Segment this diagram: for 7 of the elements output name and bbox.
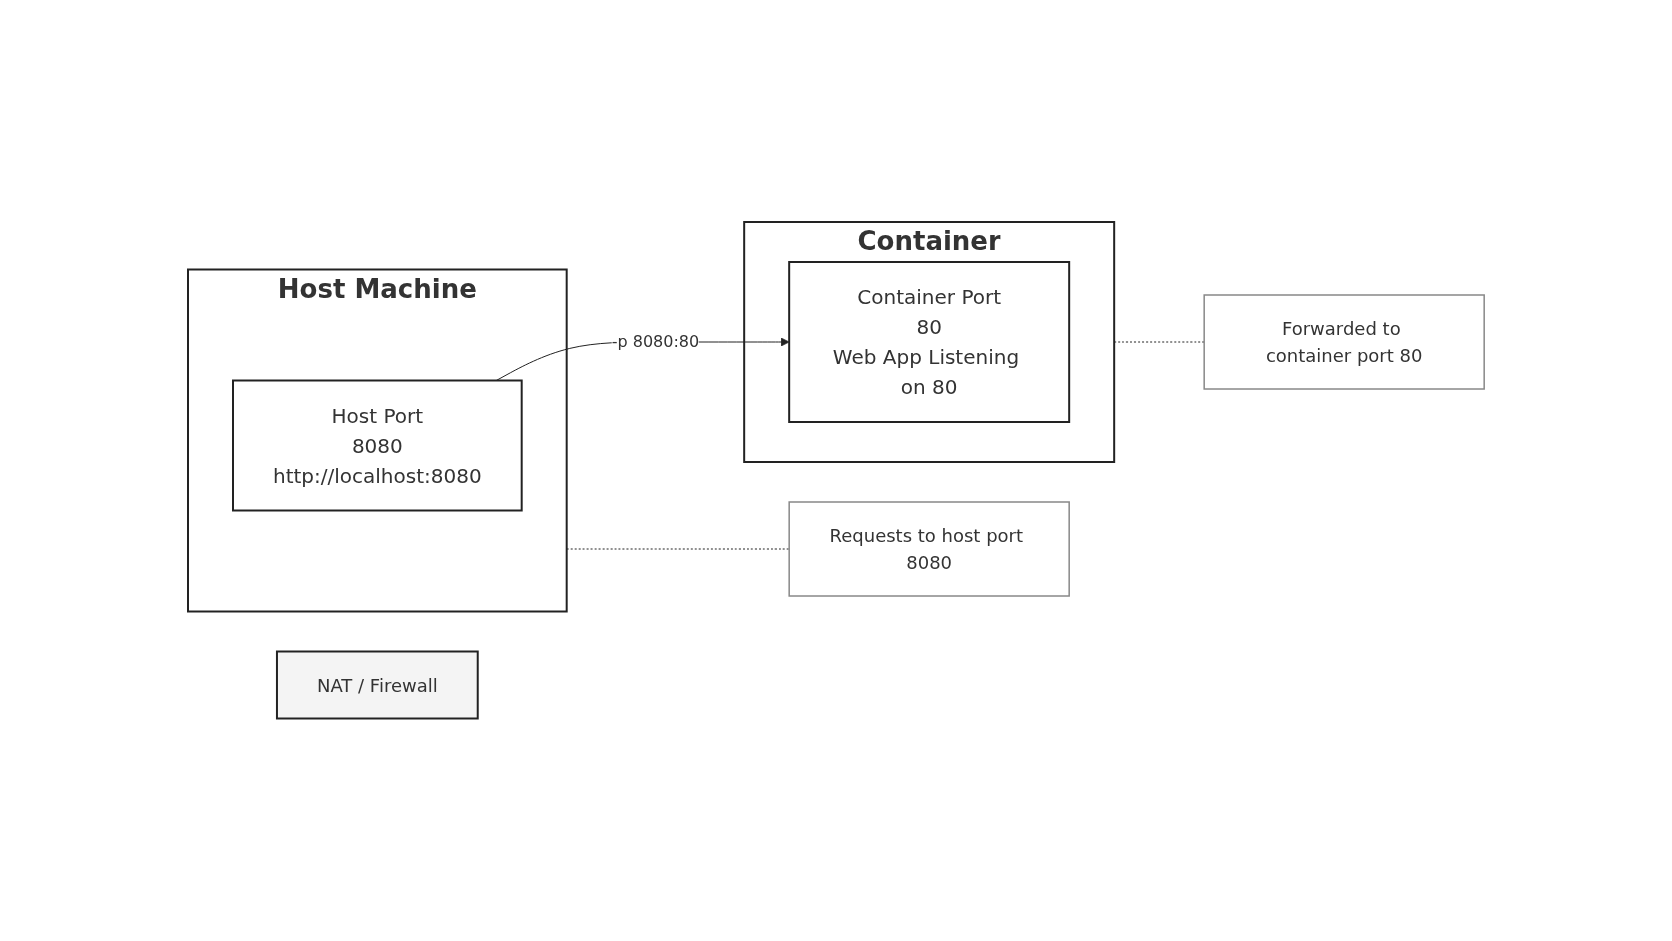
node-box: NAT / Firewall [275, 650, 479, 720]
node-box: Host Port 8080 http://localhost:8080 [231, 379, 523, 512]
connector [566, 548, 790, 550]
node-box: Requests to host port 8080 [788, 501, 1070, 597]
node-box: Container Port 80 Web App Listening on 80 [788, 261, 1071, 424]
node-box: Forwarded to container port 80 [1203, 294, 1485, 390]
edge-label: -p 8080:80 [611, 332, 700, 352]
